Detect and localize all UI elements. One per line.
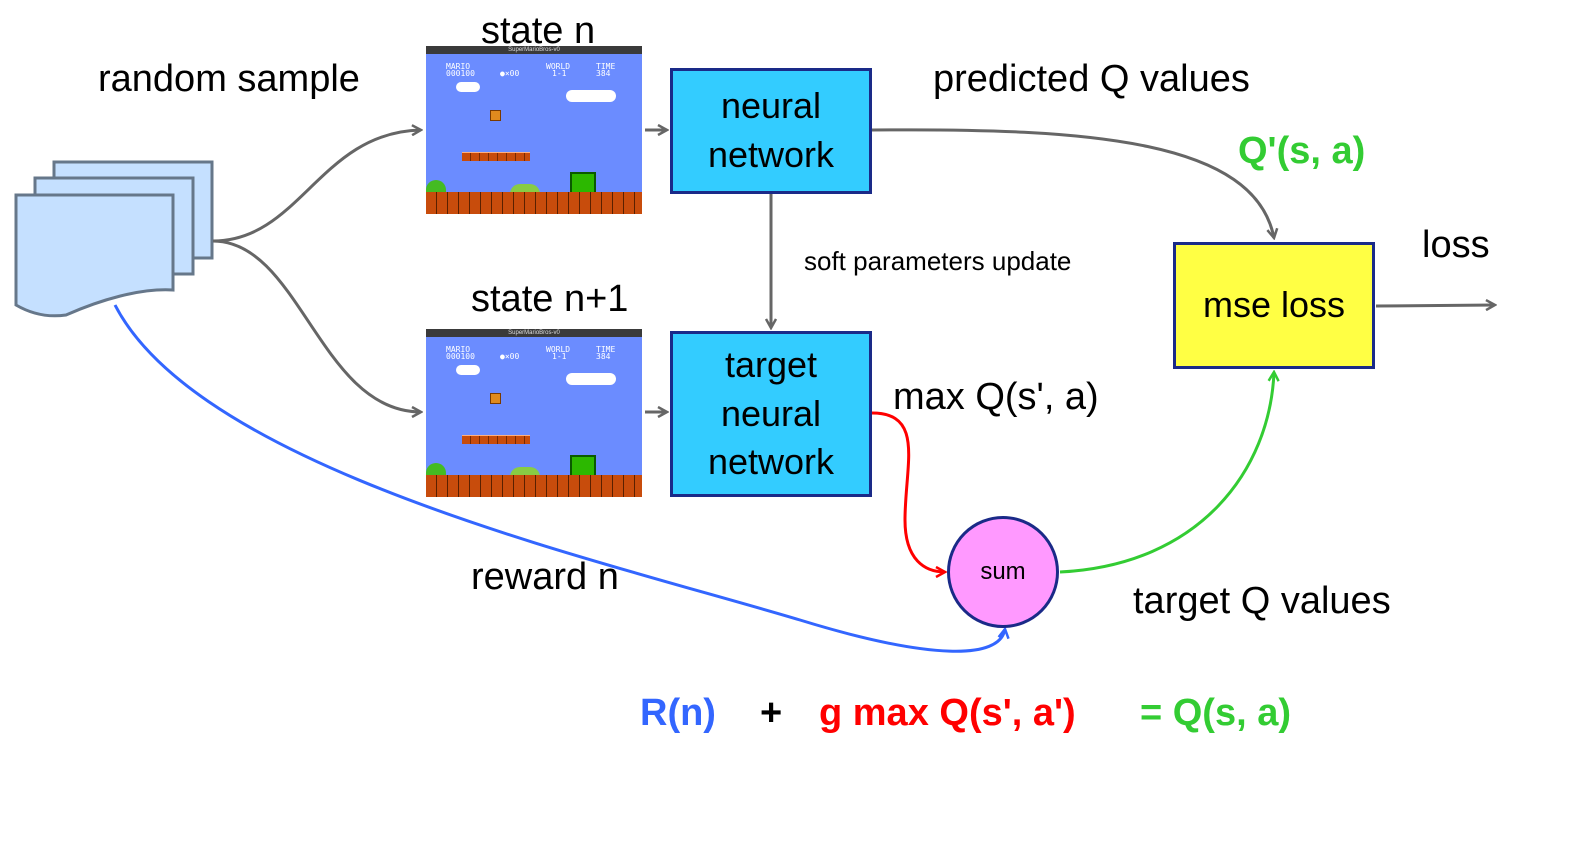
hud-world-value: 1-1 — [552, 69, 567, 78]
mse-loss-label: mse loss — [1202, 284, 1346, 326]
hud-time-value: 384 — [596, 352, 611, 361]
cloud-large — [566, 373, 616, 385]
cloud-small — [456, 365, 480, 375]
neural-network-box: neural network — [670, 68, 872, 194]
label-loss: loss — [1422, 224, 1490, 266]
hud-score: 000100 — [446, 69, 475, 78]
hud-mario-label: MARIO — [446, 345, 471, 354]
ground — [426, 475, 642, 497]
window-titlebar: SuperMarioBros-v0 — [426, 46, 642, 54]
label-q-prime: Q'(s, a) — [1238, 130, 1366, 172]
hud-time-label: TIME — [596, 62, 616, 71]
label-random-sample: random sample — [98, 58, 360, 100]
question-block — [490, 393, 501, 404]
sum-label: sum — [980, 558, 1026, 585]
hud-score: 000100 — [446, 352, 475, 361]
arrow-sample-to-state-n — [212, 130, 421, 243]
neural-network-label: neural network — [707, 85, 835, 175]
arrow-sample-to-state-n1 — [212, 239, 421, 412]
label-max-q: max Q(s', a) — [893, 376, 1099, 418]
label-predicted-q: predicted Q values — [933, 58, 1250, 100]
target-network-label: target neural network — [707, 344, 835, 483]
question-block — [490, 110, 501, 121]
cloud-small — [456, 82, 480, 92]
hud-time-value: 384 — [596, 69, 611, 78]
sum-node: sum — [947, 516, 1059, 628]
label-state-n: state n — [481, 10, 596, 52]
window-title: SuperMarioBros-v0 — [508, 47, 560, 53]
cloud-large — [566, 90, 616, 102]
label-state-n1: state n+1 — [471, 278, 629, 320]
hill — [426, 180, 446, 194]
hud-world-label: WORLD — [546, 62, 571, 71]
arrow-maxq-to-sum — [871, 411, 945, 572]
equation-discounted: g max Q(s', a') — [819, 692, 1076, 734]
hud-coins: ●×00 — [500, 352, 520, 361]
window-titlebar: SuperMarioBros-v0 — [426, 329, 642, 337]
window-title: SuperMarioBros-v0 — [508, 330, 560, 336]
brick-row — [462, 435, 530, 444]
hud-world-value: 1-1 — [552, 352, 567, 361]
bush — [510, 467, 540, 477]
ground — [426, 192, 642, 214]
label-soft-update: soft parameters update — [804, 246, 1072, 276]
hud-coins: ●×00 — [500, 69, 520, 78]
label-target-q: target Q values — [1133, 580, 1391, 622]
label-reward-n: reward n — [471, 556, 619, 598]
target-network-box: target neural network — [670, 331, 872, 497]
hud-mario-label: MARIO — [446, 62, 471, 71]
equation-reward: R(n) — [640, 692, 716, 734]
arrow-predicted-to-mse — [871, 128, 1274, 238]
hud-time-label: TIME — [596, 345, 616, 354]
replay-memory-icon — [14, 160, 214, 318]
hill — [426, 463, 446, 477]
brick-row — [462, 152, 530, 161]
equation-plus: + — [760, 692, 783, 734]
equation-result: = Q(s, a) — [1140, 692, 1291, 734]
bush — [510, 184, 540, 194]
arrow-reward-to-sum — [113, 304, 1005, 653]
arrow-sum-to-mse — [1059, 372, 1274, 574]
arrow-loss-out — [1375, 305, 1495, 306]
hud-world-label: WORLD — [546, 345, 571, 354]
mse-loss-box: mse loss — [1173, 242, 1375, 369]
